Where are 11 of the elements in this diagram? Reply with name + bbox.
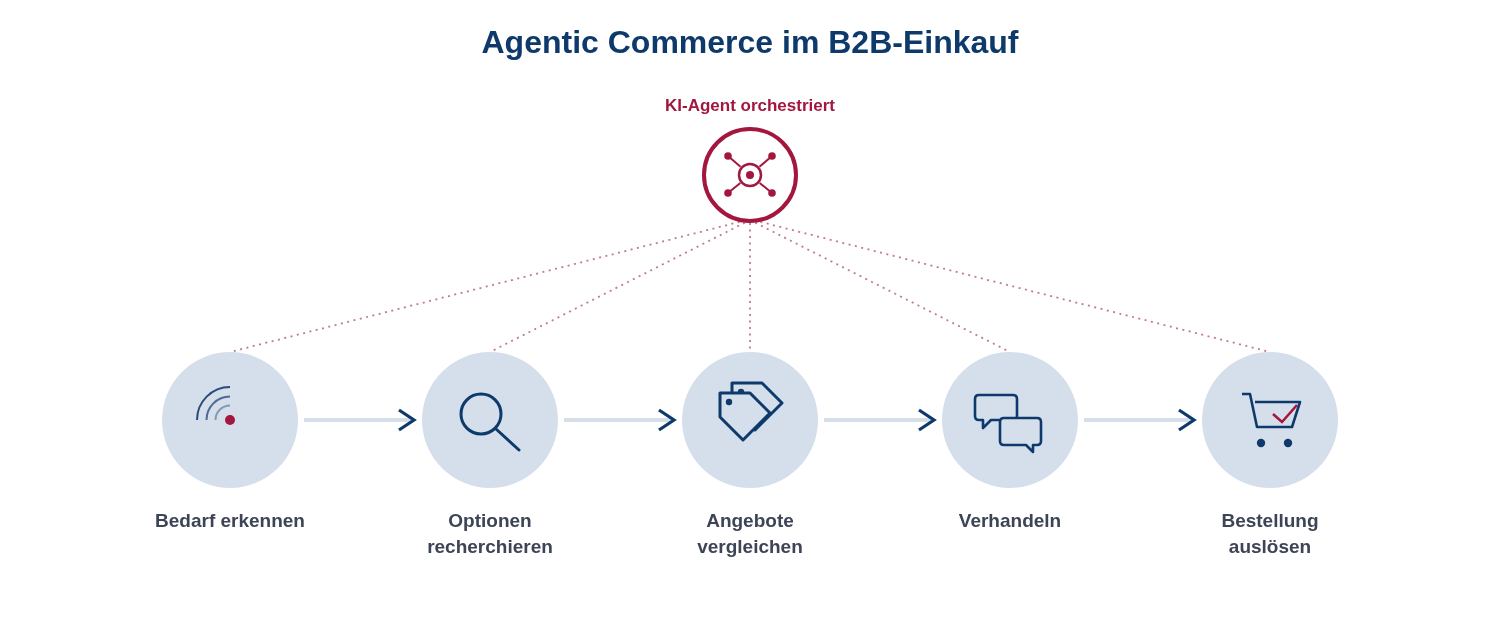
- arrow: [1084, 408, 1196, 432]
- step-label: Angebote vergleichen: [696, 509, 804, 559]
- agent-label: KI-Agent orchestriert: [665, 95, 835, 117]
- step-label: Bedarf erkennen: [155, 509, 305, 533]
- step-label: Optionen recherchieren: [426, 509, 554, 559]
- arrow: [564, 408, 676, 432]
- step-label: Verhandeln: [958, 509, 1062, 533]
- arrow: [824, 408, 936, 432]
- arrow: [304, 408, 416, 432]
- step-label: Bestellung auslösen: [1220, 509, 1320, 559]
- title: Agentic Commerce im B2B-Einkauf: [481, 23, 1019, 62]
